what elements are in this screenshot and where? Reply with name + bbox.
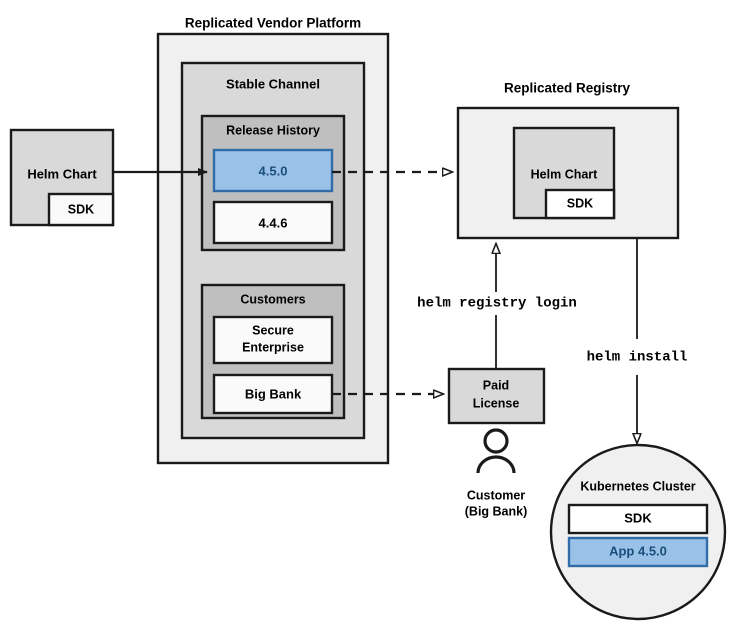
cluster-component-app xyxy=(567,536,709,568)
registry-helm-chart-label: Helm Chart xyxy=(531,167,599,181)
customer-big-bank[interactable] xyxy=(212,373,334,415)
source-sdk-label: SDK xyxy=(68,202,94,216)
cluster-component-app-label: App 4.5.0 xyxy=(609,543,667,558)
cluster-component-sdk-label: SDK xyxy=(624,510,652,525)
stable-channel-label: Stable Channel xyxy=(226,76,320,91)
paid-license-group: Paid License xyxy=(447,367,546,425)
person-head-icon xyxy=(483,428,509,454)
customer-secure-enterprise[interactable] xyxy=(212,315,334,365)
customer-actor-group: Customer (Big Bank) xyxy=(465,428,528,518)
release-item-4-5-0-label: 4.5.0 xyxy=(259,163,288,178)
customer-secure-enterprise-label-line2: Enterprise xyxy=(242,340,304,354)
source-sdk-box xyxy=(47,192,115,227)
kubernetes-cluster-label: Kubernetes Cluster xyxy=(580,479,695,493)
source-helm-chart-group: Helm Chart SDK xyxy=(9,128,115,227)
command-helm-install: helm install xyxy=(587,350,688,366)
registry-title: Replicated Registry xyxy=(504,81,631,96)
customer-actor-label-line1: Customer xyxy=(467,488,525,502)
customers-label: Customers xyxy=(240,292,305,306)
release-history-label: Release History xyxy=(226,123,320,137)
release-item-4-4-6-label: 4.4.6 xyxy=(259,215,288,230)
paid-license-label-line2: License xyxy=(473,396,520,410)
registry-sdk-label: SDK xyxy=(567,196,593,210)
person-body-icon xyxy=(476,455,516,474)
customer-big-bank-label: Big Bank xyxy=(245,386,302,401)
command-helm-registry-login: helm registry login xyxy=(417,296,577,312)
kubernetes-cluster-group: Kubernetes Cluster SDK App 4.5.0 xyxy=(549,443,727,621)
vendor-platform-title: Replicated Vendor Platform xyxy=(185,16,361,31)
source-helm-chart-label: Helm Chart xyxy=(27,166,97,181)
cluster-component-sdk xyxy=(567,503,709,535)
replicated-registry-group: Helm Chart SDK xyxy=(456,106,680,240)
vendor-platform-group: Stable Channel Release History 4.5.0 4.4… xyxy=(156,32,390,465)
release-item-4-4-6[interactable] xyxy=(212,200,334,245)
customer-actor-label-line2: (Big Bank) xyxy=(465,504,528,518)
customer-secure-enterprise-label-line1: Secure xyxy=(252,323,294,337)
release-item-4-5-0[interactable] xyxy=(212,148,334,193)
paid-license-label-line1: Paid xyxy=(483,378,509,392)
registry-sdk-box xyxy=(544,188,616,220)
